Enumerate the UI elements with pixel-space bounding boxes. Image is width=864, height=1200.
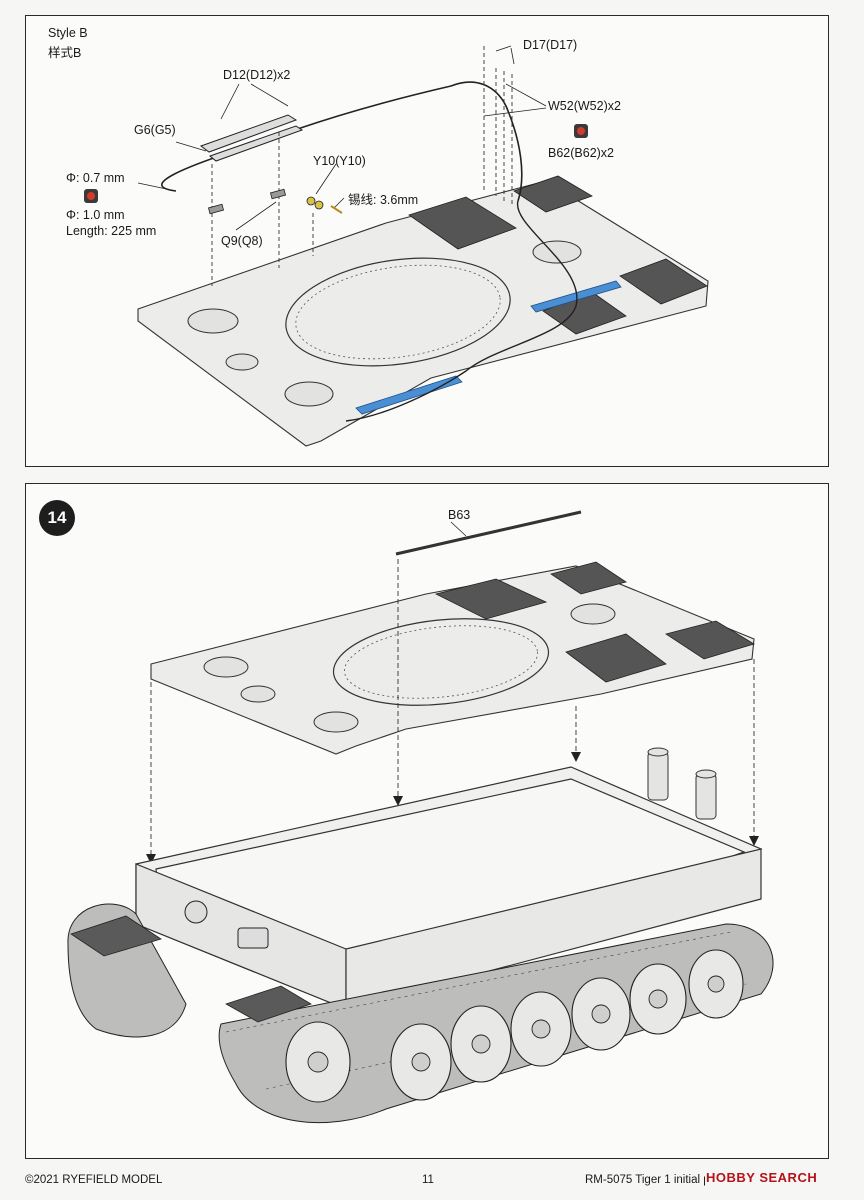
driver-hatch bbox=[187, 308, 239, 334]
wire-length: Length: 225 mm bbox=[66, 224, 157, 238]
callout-solder-wire: 锡线: 3.6mm bbox=[348, 193, 419, 207]
footer-copyright: ©2021 RYEFIELD MODEL bbox=[25, 1174, 163, 1186]
hull-top-diagram-style-b bbox=[137, 45, 709, 447]
engine-grille bbox=[408, 196, 517, 250]
callout-d17: D17(D17) bbox=[523, 38, 578, 52]
turret-ring bbox=[332, 618, 550, 706]
front-mudguard bbox=[70, 915, 162, 957]
callout-w52: W52(W52)x2 bbox=[548, 99, 621, 113]
engine-grille bbox=[619, 258, 708, 305]
turret-ring bbox=[285, 257, 511, 367]
callout-b62: B62(B62)x2 bbox=[548, 146, 615, 160]
hobby-search-watermark: HOBBY SEARCH bbox=[706, 1170, 818, 1185]
engine-grille bbox=[565, 633, 667, 683]
engine-grille bbox=[434, 578, 548, 620]
tow-cable-installed bbox=[345, 200, 578, 422]
step-number-badge: 14 bbox=[39, 500, 75, 536]
b63-rod bbox=[395, 510, 582, 556]
footer-product: RM-5075 Tiger 1 initial production early… bbox=[585, 1174, 705, 1186]
driver-hatch bbox=[203, 656, 249, 678]
style-label-cn: 样式B bbox=[48, 46, 82, 60]
hull-assembly-diagram bbox=[67, 510, 774, 1124]
wire-diameter-thin: Φ: 0.7 mm bbox=[66, 171, 125, 185]
callout-b63: B63 bbox=[448, 508, 471, 522]
callout-g6: G6(G5) bbox=[134, 123, 176, 137]
engine-grille bbox=[550, 561, 627, 595]
callout-q9: Q9(Q8) bbox=[221, 234, 263, 248]
photo-etch-part-icon bbox=[84, 189, 98, 203]
step-14-panel: 14 bbox=[25, 483, 829, 1159]
callout-y10: Y10(Y10) bbox=[313, 154, 366, 168]
engine-grille bbox=[665, 620, 755, 660]
wire-diameter-thick: Φ: 1.0 mm bbox=[66, 208, 125, 222]
radio-hatch bbox=[313, 711, 359, 733]
radio-hatch bbox=[284, 381, 334, 407]
tow-cable bbox=[161, 81, 523, 202]
g6-part bbox=[199, 114, 298, 153]
front-mudguard bbox=[225, 985, 312, 1023]
style-b-panel: Style B 样式B D12(D12)x2 G6(G5) D17(D17) W… bbox=[25, 15, 829, 467]
style-label: Style B bbox=[48, 26, 88, 40]
photo-etch-part-icon bbox=[574, 124, 588, 138]
blue-bracket bbox=[355, 375, 463, 415]
callout-d12: D12(D12)x2 bbox=[223, 68, 291, 82]
footer-page-number: 11 bbox=[422, 1174, 434, 1186]
engine-grille bbox=[513, 175, 593, 213]
blue-bracket bbox=[530, 280, 622, 313]
